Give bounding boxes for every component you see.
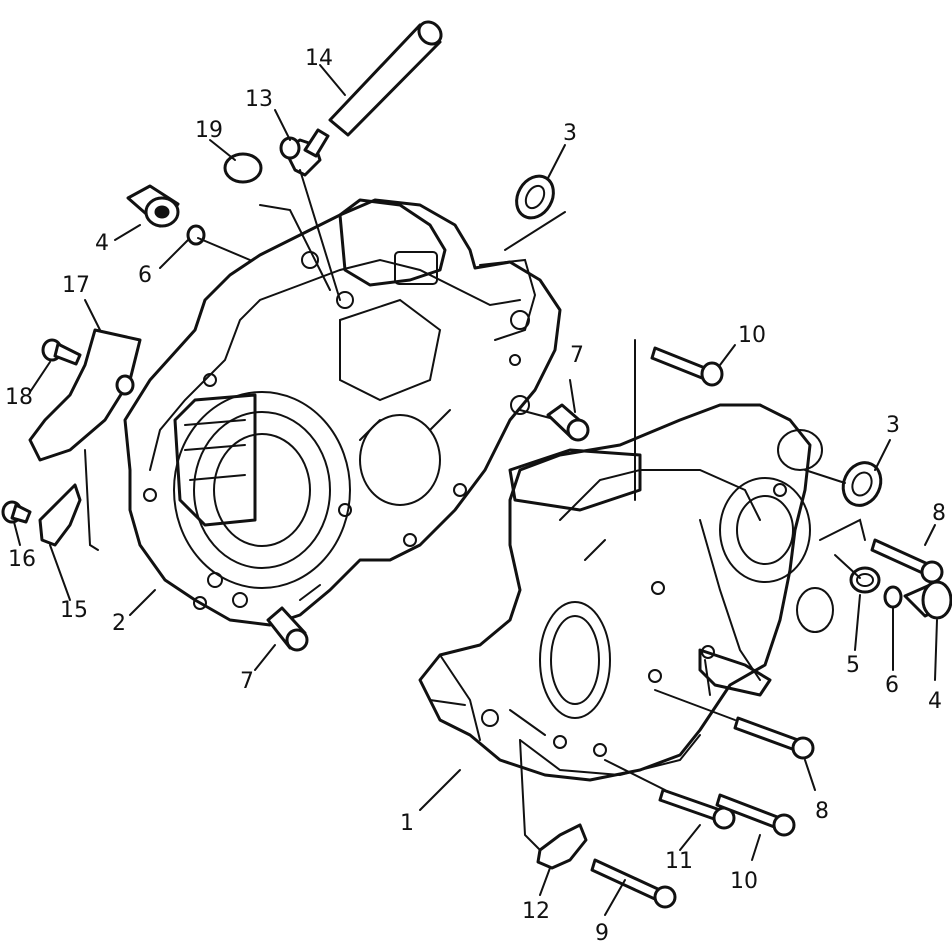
part-4-right-bushing <box>903 580 952 620</box>
label-leaders <box>13 64 938 916</box>
label-12: 12 <box>522 899 550 924</box>
label-16: 16 <box>8 547 36 572</box>
label-1: 1 <box>400 811 414 836</box>
part-5-collar <box>849 566 881 594</box>
assembly-lines <box>84 169 866 851</box>
part-15-bracket <box>38 483 82 547</box>
part-7-left-dowel <box>266 606 309 652</box>
left-crankcase <box>123 198 562 627</box>
part-10-lower-bolt <box>715 793 796 837</box>
part-9-bolt <box>590 858 677 909</box>
label-19: 19 <box>195 118 223 143</box>
part-6-left-oring <box>186 224 206 246</box>
part-12-clip <box>536 823 588 870</box>
part-11-bolt <box>658 788 736 830</box>
label-5: 5 <box>846 653 860 678</box>
label-10-lower: 10 <box>730 869 758 894</box>
part-14-pipe <box>328 20 443 137</box>
part-19-plug <box>223 152 263 184</box>
part-17-plate <box>28 328 142 462</box>
part-6-right-oring <box>883 585 903 609</box>
label-6-right: 6 <box>885 673 899 698</box>
label-3-top: 3 <box>563 121 577 146</box>
part-number-labels: 14 13 19 3 4 6 17 18 16 15 2 7 7 10 3 8 … <box>5 46 946 943</box>
part-18-bolt <box>41 338 135 396</box>
label-8-upper: 8 <box>932 501 946 526</box>
label-17: 17 <box>62 273 90 298</box>
label-2: 2 <box>112 611 126 636</box>
label-18: 18 <box>5 385 33 410</box>
part-4-left-bushing <box>126 184 180 228</box>
label-8-lower: 8 <box>815 799 829 824</box>
label-11: 11 <box>665 849 693 874</box>
label-3-right: 3 <box>886 413 900 438</box>
label-6-left: 6 <box>138 263 152 288</box>
right-crankcase <box>418 403 834 782</box>
label-14: 14 <box>305 46 333 71</box>
label-13: 13 <box>245 87 273 112</box>
label-7-middle: 7 <box>570 343 584 368</box>
label-4-left: 4 <box>95 231 109 256</box>
label-9: 9 <box>595 921 609 943</box>
label-7-left: 7 <box>240 669 254 694</box>
part-3-right-oil-seal <box>841 461 883 507</box>
part-10-upper-bolt <box>650 346 724 387</box>
label-15: 15 <box>60 598 88 623</box>
label-10-upper: 10 <box>738 323 766 348</box>
part-3-top-oil-seal <box>515 174 555 220</box>
part-8-lower-bolt <box>733 716 815 760</box>
part-8-upper-bolt <box>870 538 944 584</box>
label-4-right: 4 <box>928 689 942 714</box>
part-16-bolt <box>1 500 32 524</box>
part-7-middle-dowel <box>546 403 590 442</box>
